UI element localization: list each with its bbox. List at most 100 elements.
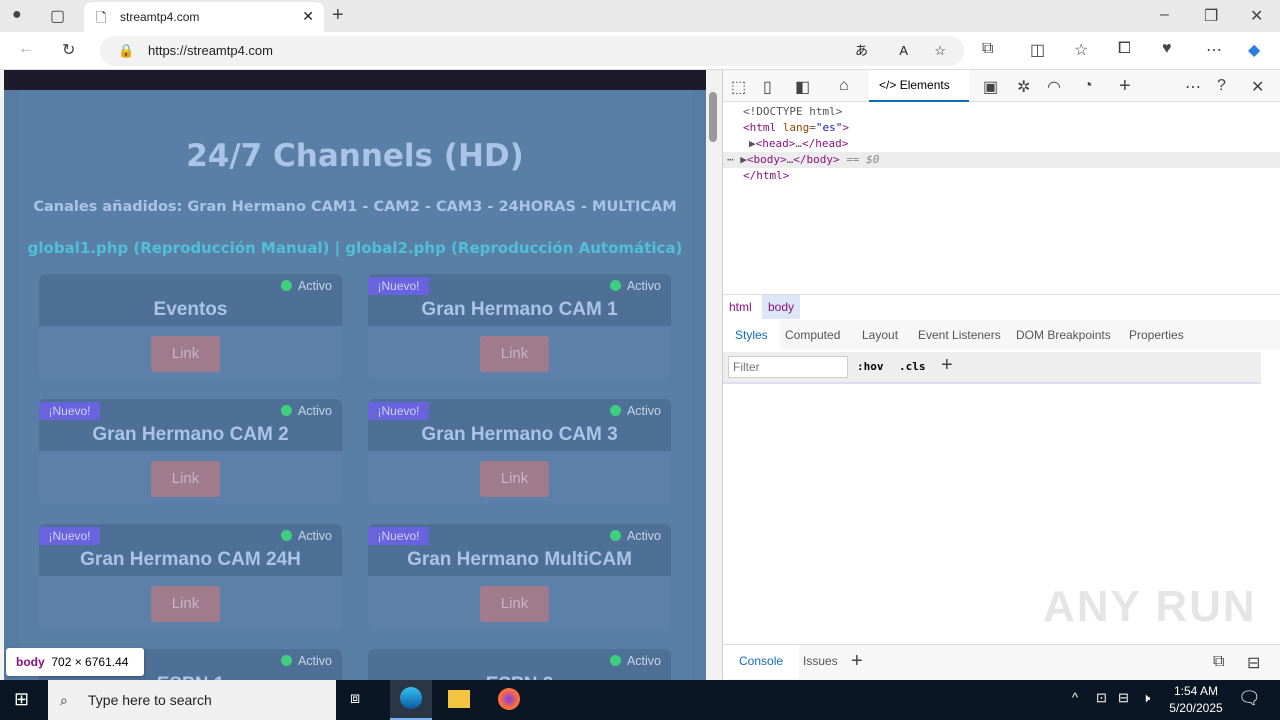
meet-icon[interactable]: ⊡	[1096, 690, 1107, 705]
favorites-icon[interactable]: ☆	[1074, 42, 1089, 59]
network-icon[interactable]: ⊟	[1118, 690, 1129, 705]
head-tag: <head>	[755, 137, 796, 150]
maximize-icon[interactable]: ❐	[1204, 8, 1219, 25]
minimize-icon[interactable]: –	[1160, 6, 1169, 23]
filter-input[interactable]	[728, 356, 848, 378]
profile-icon[interactable]: ●	[12, 6, 22, 23]
channel-link-button[interactable]: Link	[480, 336, 549, 372]
device-emulation-icon[interactable]: ▯	[763, 79, 772, 96]
lock-icon: 🔒	[118, 43, 135, 58]
tab-event-listeners[interactable]: Event Listeners	[918, 328, 1001, 342]
status-badge: Activo	[609, 527, 661, 545]
welcome-home-icon[interactable]: ⌂	[839, 77, 849, 94]
dock-icon[interactable]: ◧	[795, 79, 811, 96]
lang-attr: lang	[782, 121, 810, 134]
clock-date[interactable]: 5/20/2025	[1169, 701, 1223, 715]
dom-html-open[interactable]: <html lang="es">	[743, 121, 849, 134]
file-explorer-icon[interactable]	[448, 690, 470, 708]
body-close: </body>	[793, 153, 840, 166]
close-drawer-icon[interactable]: ⊟	[1247, 655, 1261, 672]
dom-doctype[interactable]: <!DOCTYPE html>	[743, 105, 843, 118]
dom-selected-row[interactable]	[723, 152, 1280, 168]
breadcrumb-html[interactable]: html	[729, 300, 752, 314]
search-placeholder: Type here to search	[88, 692, 212, 708]
network-wifi-icon[interactable]: ◠	[1047, 79, 1061, 96]
new-style-rule-icon[interactable]: +	[941, 354, 953, 376]
tab-actions-icon[interactable]: ▢	[50, 8, 66, 25]
page-scrollbar[interactable]	[706, 70, 720, 680]
browser-tab[interactable]: 🗋 streamtp4.com ✕	[84, 2, 324, 32]
status-dot-icon	[280, 280, 292, 291]
dom-html-close[interactable]: </html>	[743, 169, 790, 182]
edge-icon	[400, 687, 422, 709]
tab-console[interactable]: Console	[723, 645, 800, 679]
channel-link-button[interactable]: Link	[480, 461, 549, 497]
devtools-panel: ⬚ ▯ ◧ ⌂ </> Elements ▣ ✲ ◠ ◔ + ⋯ ? ✕ <!D…	[722, 70, 1280, 680]
breadcrumb-body[interactable]: body	[762, 295, 801, 319]
tab-dom-breakpoints[interactable]: DOM Breakpoints	[1016, 328, 1111, 342]
hov-toggle[interactable]: :hov	[857, 360, 884, 373]
tab-issues[interactable]: Issues	[803, 654, 838, 668]
tab-layout[interactable]: Layout	[862, 328, 899, 342]
clock-time[interactable]: 1:54 AM	[1173, 684, 1219, 698]
collections-icon[interactable]: ⧠	[1118, 40, 1131, 57]
dock-drawer-icon[interactable]: ⧉	[1213, 653, 1225, 670]
page-icon: 🗋	[96, 10, 107, 25]
help-icon[interactable]: ?	[1217, 77, 1226, 94]
tab-elements[interactable]: </> Elements	[869, 70, 969, 102]
close-tab-icon[interactable]: ✕	[302, 8, 314, 24]
refresh-icon[interactable]: ↻	[62, 42, 76, 59]
styles-tabs: Styles Computed Layout Event Listeners D…	[723, 320, 1280, 350]
tab-styles[interactable]: Styles	[723, 320, 780, 350]
status-label: Activo	[297, 529, 332, 543]
firefox-icon[interactable]	[498, 688, 520, 710]
debugger-bug-icon[interactable]: ✲	[1017, 79, 1031, 96]
back-icon[interactable]: ←	[18, 40, 34, 57]
taskbar-edge[interactable]	[390, 680, 432, 720]
channel-name: Eventos	[153, 299, 228, 320]
channel-link-button[interactable]: Link	[151, 586, 220, 622]
console-errors-icon[interactable]: ▣	[983, 79, 999, 96]
more-tools-plus-icon[interactable]: +	[1119, 75, 1131, 97]
volume-icon[interactable]: 🕨	[1142, 690, 1151, 705]
tray-chevron-icon[interactable]: ^	[1072, 690, 1079, 705]
copilot-icon[interactable]: ◆	[1248, 42, 1261, 59]
channel-link-button[interactable]: Link	[480, 586, 549, 622]
tab-bar: ● ▢ 🗋 streamtp4.com ✕ + – ❐ ✕	[0, 0, 1280, 32]
taskbar-search[interactable]: ⌕Type here to search	[48, 680, 336, 720]
windows-start-icon[interactable]: ⊞	[14, 689, 30, 709]
notifications-icon[interactable]: 🗨	[1238, 688, 1261, 708]
translate-icon[interactable]: あ	[854, 43, 868, 58]
status-badge: Activo	[280, 527, 332, 545]
scroll-thumb[interactable]	[709, 92, 717, 142]
inspect-tooltip: body 702 × 6761.44	[6, 648, 144, 676]
close-devtools-icon[interactable]: ✕	[1251, 79, 1265, 96]
browser-essentials-icon[interactable]: ♥	[1162, 40, 1172, 57]
body-tag: <body>	[746, 153, 787, 166]
close-window-icon[interactable]: ✕	[1250, 8, 1264, 25]
cls-toggle[interactable]: .cls	[899, 360, 926, 373]
add-drawer-tab-icon[interactable]: +	[851, 650, 863, 672]
channel-link-button[interactable]: Link	[151, 461, 220, 497]
status-label: Activo	[626, 404, 661, 418]
read-aloud-icon[interactable]: A	[899, 43, 908, 58]
extensions-icon[interactable]: ⧉	[982, 40, 994, 57]
tab-computed[interactable]: Computed	[785, 328, 841, 342]
split-screen-icon[interactable]: ◫	[1030, 42, 1046, 59]
dom-head[interactable]: ▶<head>…</head>	[749, 137, 849, 150]
url-input[interactable]: 🔒 https://streamtp4.com あ A ☆	[100, 36, 964, 66]
performance-icon[interactable]: ◔	[1083, 77, 1093, 94]
channel-card: ¡Nuevo! Activo Gran Hermano CAM 1 Link	[368, 274, 671, 379]
inspect-icon[interactable]: ⬚	[731, 79, 747, 96]
devtools-more-icon[interactable]: ⋯	[1185, 79, 1201, 96]
new-tab-icon[interactable]: +	[332, 4, 344, 26]
dom-body[interactable]: ⋯ ▶<body>…</body> == $0	[727, 153, 880, 166]
new-badge: ¡Nuevo!	[368, 527, 429, 545]
task-view-icon[interactable]: ⧈	[350, 690, 361, 707]
channel-link-button[interactable]: Link	[151, 336, 220, 372]
favorite-icon[interactable]: ☆	[934, 43, 946, 58]
more-icon[interactable]: ⋯	[1206, 42, 1222, 59]
tooltip-size: 702 × 6761.44	[51, 655, 129, 669]
tab-properties[interactable]: Properties	[1129, 328, 1184, 342]
player-links[interactable]: global1.php (Reproducción Manual) | glob…	[27, 239, 683, 257]
